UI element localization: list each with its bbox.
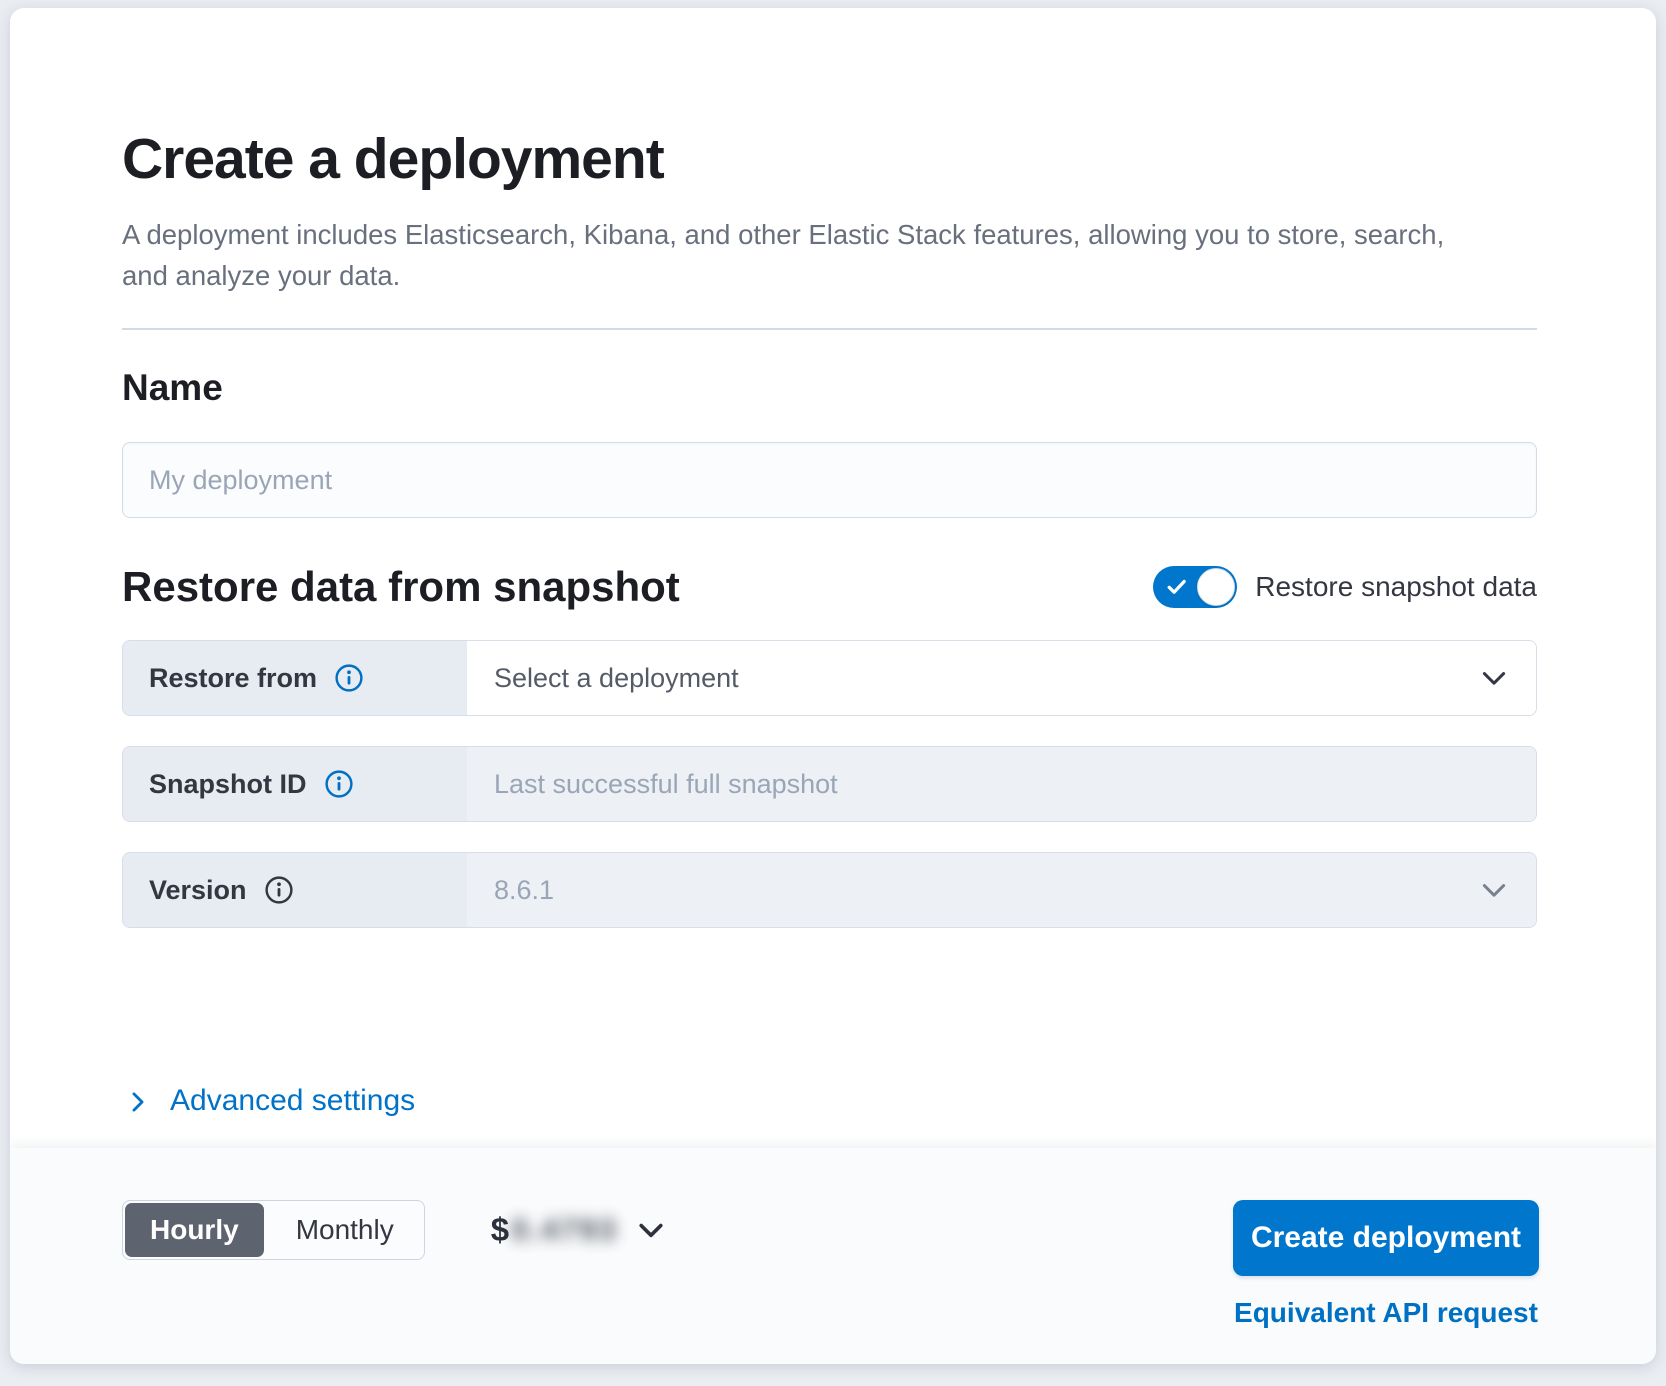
restore-snapshot-toggle-label[interactable]: Restore snapshot data bbox=[1255, 571, 1537, 602]
restore-from-select[interactable]: Select a deployment bbox=[467, 641, 1536, 715]
chevron-right-icon bbox=[132, 1092, 144, 1112]
snapshot-form-rows: Restore from Select a deployment bbox=[122, 640, 1537, 928]
main-content: Create a deployment A deployment include… bbox=[10, 126, 1656, 1120]
version-label: Version bbox=[149, 874, 247, 905]
create-deployment-card: Create a deployment A deployment include… bbox=[10, 8, 1656, 1364]
info-icon[interactable] bbox=[324, 769, 354, 799]
footer-left: Hourly Monthly $ 0.4793 bbox=[122, 1200, 1539, 1260]
version-row: Version 8.6.1 bbox=[122, 852, 1537, 928]
check-icon bbox=[1167, 579, 1187, 594]
restore-from-row: Restore from Select a deployment bbox=[122, 640, 1537, 716]
chevron-down-icon bbox=[1482, 672, 1506, 685]
advanced-settings-label: Advanced settings bbox=[170, 1084, 416, 1117]
toggle-knob bbox=[1197, 568, 1236, 606]
create-deployment-button[interactable]: Create deployment bbox=[1233, 1200, 1539, 1276]
restore-from-label-cell: Restore from bbox=[123, 641, 467, 715]
price-currency: $ bbox=[490, 1211, 510, 1248]
deployment-name-input[interactable] bbox=[122, 442, 1537, 518]
snapshot-id-row: Snapshot ID bbox=[122, 746, 1537, 822]
version-select: 8.6.1 bbox=[467, 853, 1536, 927]
snapshot-section-header: Restore data from snapshot Restore snaps… bbox=[122, 562, 1537, 612]
snapshot-id-label: Snapshot ID bbox=[149, 768, 307, 799]
restore-from-select-value: Select a deployment bbox=[494, 662, 739, 693]
info-icon[interactable] bbox=[264, 875, 294, 905]
restore-snapshot-toggle-group: Restore snapshot data bbox=[1153, 566, 1537, 608]
snapshot-id-input bbox=[494, 747, 1456, 821]
snapshot-id-field-cell bbox=[467, 747, 1536, 821]
name-section-heading: Name bbox=[122, 367, 223, 408]
page-subtitle: A deployment includes Elasticsearch, Kib… bbox=[122, 219, 1445, 291]
chevron-down-icon bbox=[639, 1223, 663, 1238]
chevron-down-icon bbox=[1482, 884, 1506, 897]
page-title: Create a deployment bbox=[122, 127, 665, 191]
price-amount-blurred: 0.4793 bbox=[511, 1212, 618, 1247]
footer-right: Create deployment Equivalent API request bbox=[1233, 1200, 1539, 1329]
price-breakdown-toggle[interactable]: $ 0.4793 bbox=[491, 1211, 668, 1249]
billing-interval-group: Hourly Monthly bbox=[122, 1200, 425, 1260]
snapshot-section-heading: Restore data from snapshot bbox=[122, 563, 680, 610]
monthly-button[interactable]: Monthly bbox=[266, 1201, 424, 1259]
equivalent-api-request-link[interactable]: Equivalent API request bbox=[1234, 1297, 1538, 1328]
header-divider bbox=[122, 328, 1537, 330]
version-select-value: 8.6.1 bbox=[494, 874, 555, 905]
restore-from-label: Restore from bbox=[149, 662, 318, 693]
version-label-cell: Version bbox=[123, 853, 467, 927]
restore-snapshot-toggle[interactable] bbox=[1153, 566, 1238, 608]
hourly-button[interactable]: Hourly bbox=[125, 1203, 264, 1257]
snapshot-id-label-cell: Snapshot ID bbox=[123, 747, 467, 821]
advanced-settings-link[interactable]: Advanced settings bbox=[122, 1084, 415, 1118]
footer-bar: Hourly Monthly $ 0.4793 Create deploymen… bbox=[10, 1148, 1656, 1364]
info-icon[interactable] bbox=[334, 663, 364, 693]
